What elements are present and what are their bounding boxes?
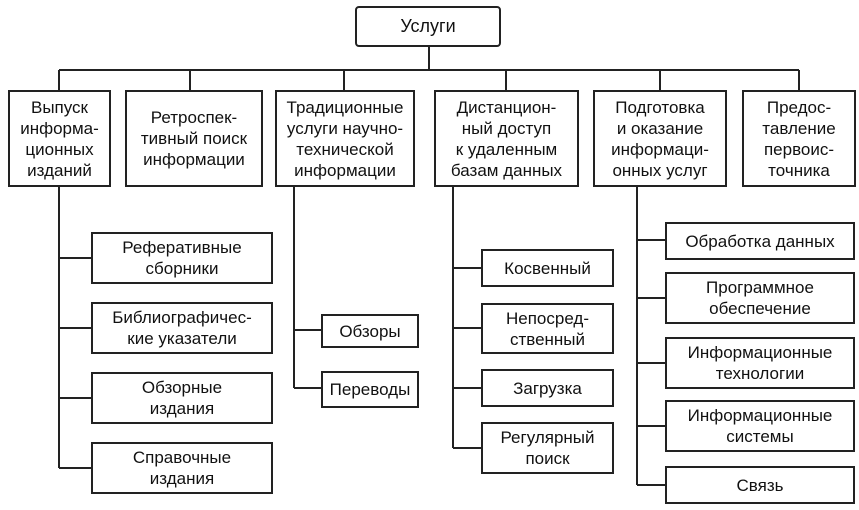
item-bibliographic-indexes: Библиографичес- кие указатели — [91, 302, 273, 354]
item-communication: Связь — [665, 466, 855, 504]
root-services: Услуги — [355, 6, 501, 47]
category-primary-source: Предос- тавление первоис- точника — [742, 90, 856, 187]
item-data-processing: Обработка данных — [665, 222, 855, 260]
item-download: Загрузка — [481, 369, 614, 407]
category-publications: Выпуск информа- ционных изданий — [8, 90, 111, 187]
item-information-systems: Информационные системы — [665, 400, 855, 452]
item-reference-publications: Справочные издания — [91, 442, 273, 494]
item-review-publications: Обзорные издания — [91, 372, 273, 424]
category-traditional: Традиционные услуги научно- технической … — [275, 90, 415, 187]
item-software: Программное обеспечение — [665, 272, 855, 324]
category-remote-access: Дистанцион- ный доступ к удаленным базам… — [434, 90, 579, 187]
item-information-technologies: Информационные технологии — [665, 337, 855, 389]
category-preparation: Подготовка и оказание информаци- онных у… — [593, 90, 727, 187]
item-translations: Переводы — [321, 371, 419, 408]
item-direct: Непосред- ственный — [481, 303, 614, 354]
item-regular-search: Регулярный поиск — [481, 422, 614, 474]
item-reviews: Обзоры — [321, 314, 419, 348]
item-indirect: Косвенный — [481, 249, 614, 287]
item-abstract-collections: Реферативные сборники — [91, 232, 273, 284]
category-retro-search: Ретроспек- тивный поиск информации — [125, 90, 263, 187]
